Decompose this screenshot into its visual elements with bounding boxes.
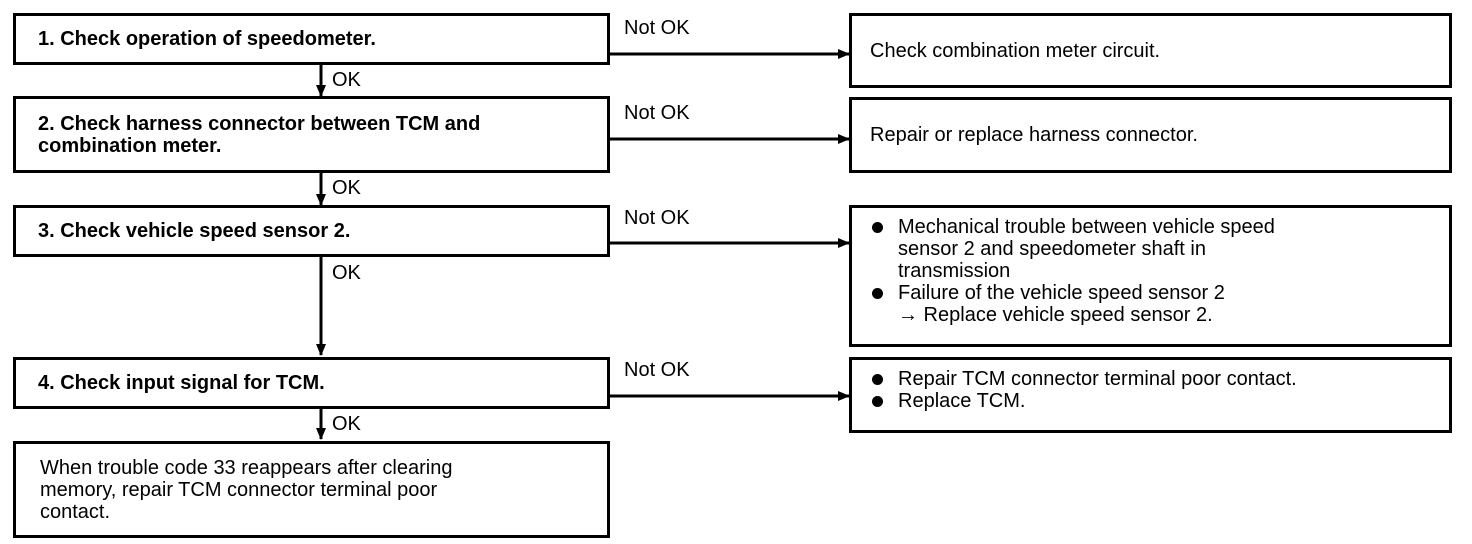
list-item: Repair TCM connector terminal poor conta…: [870, 368, 1297, 390]
step-2-box: 2. Check harness connector between TCM a…: [13, 96, 610, 173]
list-item: Failure of the vehicle speed sensor 2 → …: [870, 282, 1275, 326]
result-2-box: Repair or replace harness connector.: [849, 97, 1452, 173]
not-ok-label-1: Not OK: [624, 17, 690, 39]
result-3-list: Mechanical trouble between vehicle speed…: [870, 216, 1275, 326]
step-1-box: 1. Check operation of speedometer.: [13, 13, 610, 65]
list-item: Mechanical trouble between vehicle speed…: [870, 216, 1275, 282]
list-item: Replace TCM.: [870, 390, 1297, 412]
step-3-box: 3. Check vehicle speed sensor 2.: [13, 205, 610, 257]
not-ok-label-4: Not OK: [624, 359, 690, 381]
bullet-icon: [872, 288, 883, 299]
not-ok-label-3: Not OK: [624, 207, 690, 229]
step-2-label: 2. Check harness connector between TCM a…: [38, 112, 481, 157]
ok-label-2: OK: [332, 177, 361, 199]
result-4-list: Repair TCM connector terminal poor conta…: [870, 368, 1297, 412]
result-2-text: Repair or replace harness connector.: [870, 124, 1198, 146]
bullet-icon: [872, 222, 883, 233]
bullet-icon: [872, 374, 883, 385]
not-ok-label-2: Not OK: [624, 102, 690, 124]
step-4-box: 4. Check input signal for TCM.: [13, 357, 610, 409]
ok-label-4: OK: [332, 413, 361, 435]
step-3-label: 3. Check vehicle speed sensor 2.: [38, 220, 351, 242]
result-4-box: Repair TCM connector terminal poor conta…: [849, 357, 1452, 433]
result-1-text: Check combination meter circuit.: [870, 39, 1161, 62]
result-3-box: Mechanical trouble between vehicle speed…: [849, 205, 1452, 347]
final-action-text: When trouble code 33 reappears after cle…: [40, 456, 453, 523]
ok-label-3: OK: [332, 262, 361, 284]
step-1-label: 1. Check operation of speedometer.: [38, 28, 376, 50]
result-1-box: Check combination meter circuit.: [849, 13, 1452, 88]
bullet-icon: [872, 396, 883, 407]
ok-label-1: OK: [332, 69, 361, 91]
step-4-label: 4. Check input signal for TCM.: [38, 372, 325, 394]
final-action-box: When trouble code 33 reappears after cle…: [13, 441, 610, 538]
